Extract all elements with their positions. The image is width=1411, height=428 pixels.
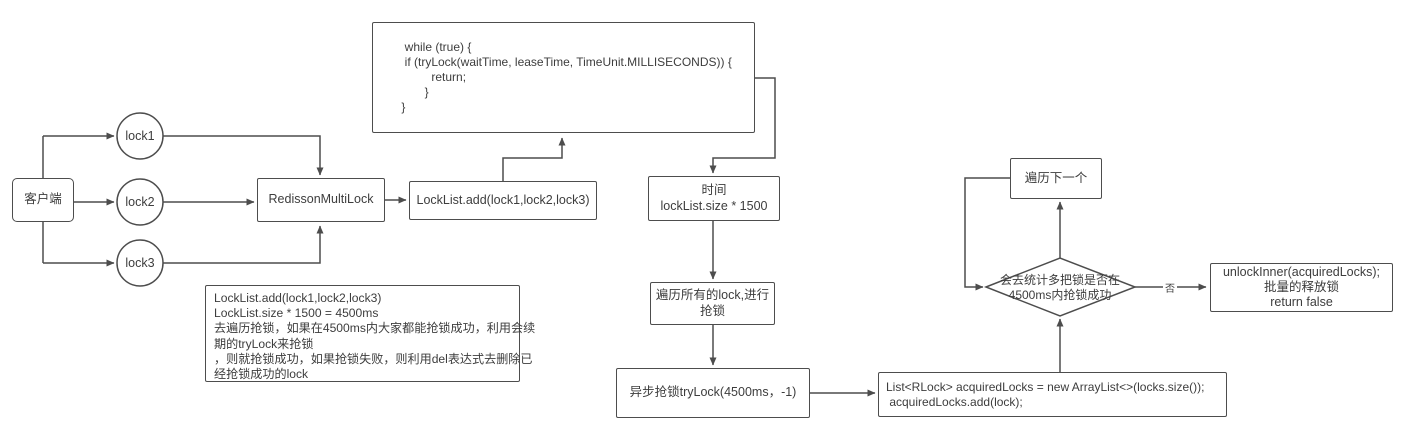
unlock-inner-node: unlockInner(acquiredLocks); 批量的释放锁 retur… (1210, 263, 1393, 312)
iterate-locks-node: 遍历所有的lock,进行 抢锁 (650, 282, 775, 325)
note-text: LockList.add(lock1,lock2,lock3) LockList… (214, 291, 536, 382)
note-box: LockList.add(lock1,lock2,lock3) LockList… (205, 285, 535, 382)
edge-label-no: 否 (1163, 280, 1177, 295)
decision-diamond (983, 257, 1138, 317)
code-text: while (true) { if (tryLock(waitTime, lea… (401, 40, 732, 114)
lock3-circle (116, 239, 164, 287)
time-node: 时间 lockList.size * 1500 (648, 176, 780, 221)
edge-lock1-to-multilock (163, 135, 324, 176)
acquired-locks-text: List<RLock> acquiredLocks = new ArrayLis… (886, 379, 1205, 409)
edge-next-to-decision-loop (964, 177, 1010, 291)
edge-code-to-time (709, 77, 776, 174)
edge-locklist-to-code (502, 137, 566, 181)
lock2-circle (116, 178, 164, 226)
multilock-node: RedissonMultiLock (257, 178, 385, 222)
multilock-label: RedissonMultiLock (268, 192, 374, 207)
locklist-add-node: LockList.add(lock1,lock2,lock3) (409, 181, 597, 220)
next-iteration-node: 遍历下一个 (1010, 158, 1102, 199)
lock1-circle (116, 112, 164, 160)
next-iteration-label: 遍历下一个 (1024, 170, 1088, 185)
edge-lock3-to-multilock (163, 225, 324, 264)
client-node: 客户端 (12, 178, 74, 222)
code-box: while (true) { if (tryLock(waitTime, lea… (372, 22, 755, 133)
client-label: 客户端 (24, 192, 62, 207)
acquired-locks-node: List<RLock> acquiredLocks = new ArrayLis… (878, 372, 1227, 417)
async-trylock-label: 异步抢锁tryLock(4500ms，-1) (629, 385, 797, 400)
async-trylock-node: 异步抢锁tryLock(4500ms，-1) (616, 368, 810, 418)
locklist-add-label: LockList.add(lock1,lock2,lock3) (416, 192, 590, 207)
